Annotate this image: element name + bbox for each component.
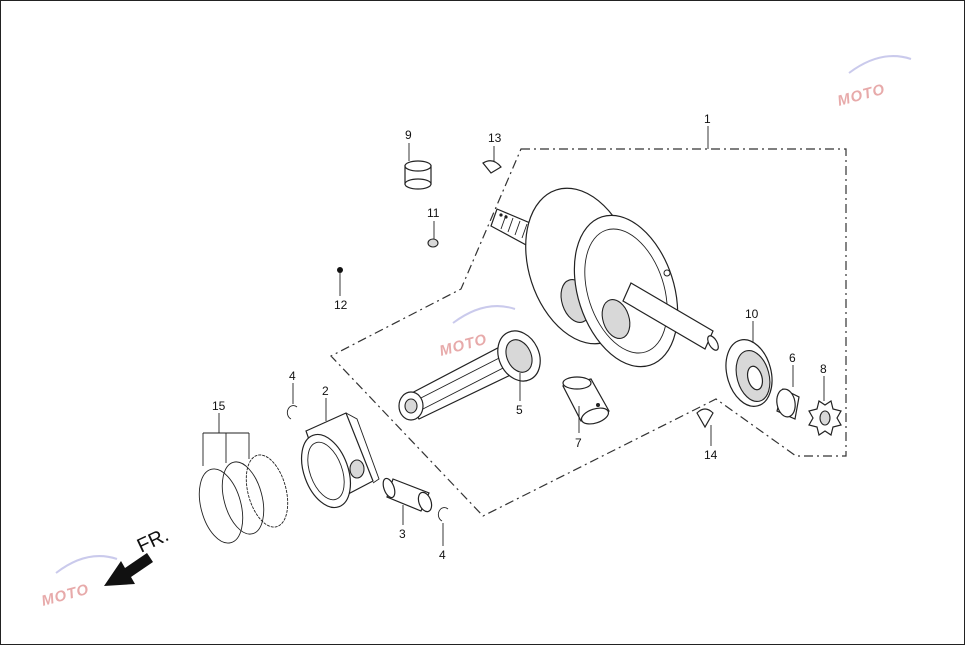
direction-label: FR. [134,524,172,558]
circlip-lower [437,507,449,522]
small-pin [427,238,439,248]
piston-pin [382,477,433,513]
callout-labels: 1 9 13 11 12 4 2 15 5 7 10 6 8 14 3 4 [212,112,827,562]
bearing [725,339,773,407]
callout-10: 10 [745,307,759,321]
callout-12: 12 [334,298,348,312]
callout-3: 3 [399,527,406,541]
watermark-center: MOTO [438,331,489,360]
ball-12 [337,267,343,273]
callout-1: 1 [704,112,711,126]
callout-9: 9 [405,128,412,142]
front-direction-arrow [104,553,153,586]
bushing [776,388,800,420]
piston-rings [198,454,289,544]
watermark-logos: MOTO MOTO MOTO [40,55,912,610]
watermark-top-right: MOTO [836,81,887,110]
sprocket [808,400,842,436]
callout-4-lower: 4 [439,548,446,562]
callout-6: 6 [789,351,796,365]
woodruff-key-14 [696,408,714,429]
callout-11: 11 [427,206,440,220]
woodruff-key-13 [482,160,502,174]
piston [300,412,380,509]
leader-lines [202,126,825,546]
callout-5: 5 [516,403,523,417]
crankshaft [490,187,719,368]
callout-2: 2 [322,384,329,398]
connecting-rod [398,330,541,421]
dowel-pin [404,160,432,190]
callout-15: 15 [212,399,226,413]
circlip-upper [286,405,298,420]
callout-7: 7 [575,436,582,450]
callout-4-upper: 4 [289,369,296,383]
watermark-bottom-left: MOTO [40,581,91,610]
assembly-boundary [330,148,847,517]
callout-13: 13 [488,131,502,145]
crank-pin [562,376,610,425]
callout-8: 8 [820,362,827,376]
callout-14: 14 [704,448,718,462]
